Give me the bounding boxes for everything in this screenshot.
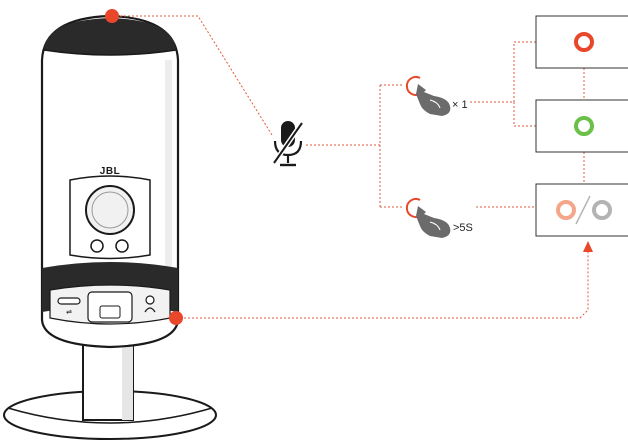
ring-led-icon (556, 200, 576, 220)
volume-dial (85, 185, 135, 235)
finger-press-icon (416, 206, 451, 238)
ring-led-icon (574, 32, 594, 52)
top-callout-dot (105, 9, 119, 23)
usb-port-symbol: ⇌ (66, 308, 72, 316)
headphone-jack (145, 295, 155, 305)
mic-side-shade (165, 60, 172, 300)
ring-led-icon (592, 200, 612, 220)
press-ring-long (405, 198, 421, 218)
right-button (115, 239, 129, 253)
state-box-red (535, 15, 628, 69)
bottom-leader-line (176, 248, 589, 319)
stand-column-shade (122, 325, 133, 420)
brand-logo: JBL (100, 166, 120, 177)
long-press-gesture: >5S (405, 198, 536, 238)
bottom-callout-dot (169, 311, 183, 325)
press-ring-single (405, 76, 421, 96)
single-press-label: × 1 (452, 99, 468, 111)
state-box-green (535, 99, 628, 153)
finger-press-icon (416, 84, 451, 116)
arrow-head (583, 241, 593, 252)
long-press-label: >5S (453, 222, 473, 234)
volume-dial-inner (91, 191, 129, 229)
headphone-icon (144, 307, 156, 313)
mount-slot (99, 305, 121, 319)
usb-port (57, 297, 81, 305)
state-connectors (513, 41, 585, 184)
mic-top-band (43, 49, 177, 56)
mic-mute-icon (271, 121, 305, 167)
callouts (105, 9, 593, 325)
mic-top-cap (44, 18, 176, 55)
blink-separator (575, 195, 591, 225)
single-press-gesture: × 1 (405, 76, 514, 116)
stand-base-top (7, 407, 213, 424)
microphone: JBL ⇌ (3, 14, 217, 440)
ring-led-icon (574, 116, 594, 136)
branch-lines (306, 84, 402, 208)
left-button (90, 239, 104, 253)
state-box-blink (535, 183, 628, 237)
top-leader-line (112, 15, 273, 136)
